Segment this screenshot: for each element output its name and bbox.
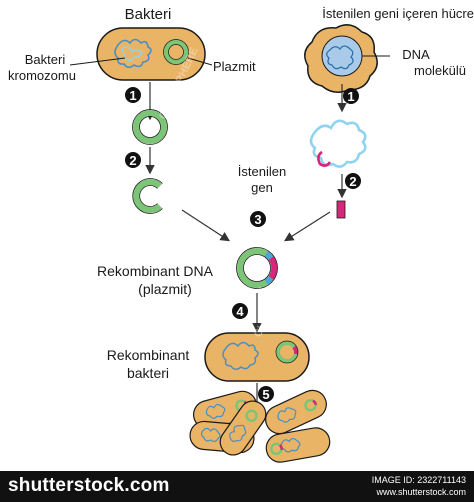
step-1-left-badge: [125, 87, 141, 103]
step-2-left-badge: [125, 152, 141, 168]
daughter-bacterium: [265, 389, 327, 435]
recombinant-bacteria-label-2: bakteri: [127, 365, 169, 381]
recombinant-bacterium: [204, 332, 310, 382]
isolated-plasmid: [133, 110, 167, 144]
donor-nucleus: [321, 35, 363, 77]
donor-cell: [304, 24, 378, 93]
dna-label-2: molekülü: [414, 63, 466, 78]
footer-site-line: www.shutterstock.com: [376, 487, 466, 497]
footer-id-line: IMAGE ID: 2322711143: [371, 475, 466, 485]
plasmid-label: Plazmit: [213, 59, 256, 74]
footer-brand: shutterstock.com: [8, 475, 170, 496]
arrow-plasmid-to-recombinant: [181, 209, 231, 242]
recombinant-dna-label-2: (plazmit): [138, 281, 192, 297]
bacterial-chromosome: [114, 38, 152, 69]
step-3-number: 3: [254, 212, 261, 227]
plasmid-leader-line: [187, 57, 213, 66]
gene-label-2: gen: [251, 180, 273, 195]
footer-bar: shutterstock.com IMAGE ID: 2322711143 ww…: [0, 471, 474, 502]
step-1-right-badge: [343, 88, 359, 104]
daughter-bacterium: [265, 427, 331, 463]
step-1-right-number: 1: [347, 89, 354, 104]
step-3-badge: [250, 211, 266, 227]
extracted-dna: [309, 119, 367, 168]
daughter-bacterium: [219, 400, 267, 456]
step-2-left-number: 2: [129, 153, 136, 168]
step-2-right-number: 2: [349, 174, 356, 189]
gene-label-1: İstenilen: [238, 164, 286, 179]
chromosome-leader-line: [69, 57, 126, 66]
cut-plasmid: [133, 179, 163, 213]
donor-dna: [326, 45, 354, 70]
step-5-number: 5: [262, 387, 269, 402]
step-1-left-number: 1: [129, 88, 136, 103]
chromosome-label-1: Bakteri: [25, 52, 66, 67]
plasmid-in-bacterium: [163, 39, 189, 65]
step-4-badge: [232, 303, 248, 319]
chromosome-label-2: kromozomu: [8, 68, 76, 83]
recombinant-plasmid: [236, 247, 278, 289]
donor-cell-title: İstenilen geni içeren hücre: [322, 6, 474, 21]
recombinant-dna-label-1: Rekombinant DNA: [97, 263, 214, 279]
recombinant-bacteria-label-1: Rekombinant: [107, 347, 190, 363]
bacterium-cell: [96, 27, 206, 81]
footer-image-id: IMAGE ID: 2322711143 www.shutterstock.co…: [372, 474, 466, 498]
dna-label-1: DNA: [402, 47, 430, 62]
step-5-badge: [258, 386, 274, 402]
bacteria-title: Bakteri: [125, 6, 172, 23]
gene-fragment: [336, 200, 346, 219]
step-4-number: 4: [236, 304, 244, 319]
bacteria-colony: [189, 389, 331, 463]
step-2-right-badge: [345, 173, 361, 189]
arrow-gene-to-recombinant: [283, 211, 331, 242]
